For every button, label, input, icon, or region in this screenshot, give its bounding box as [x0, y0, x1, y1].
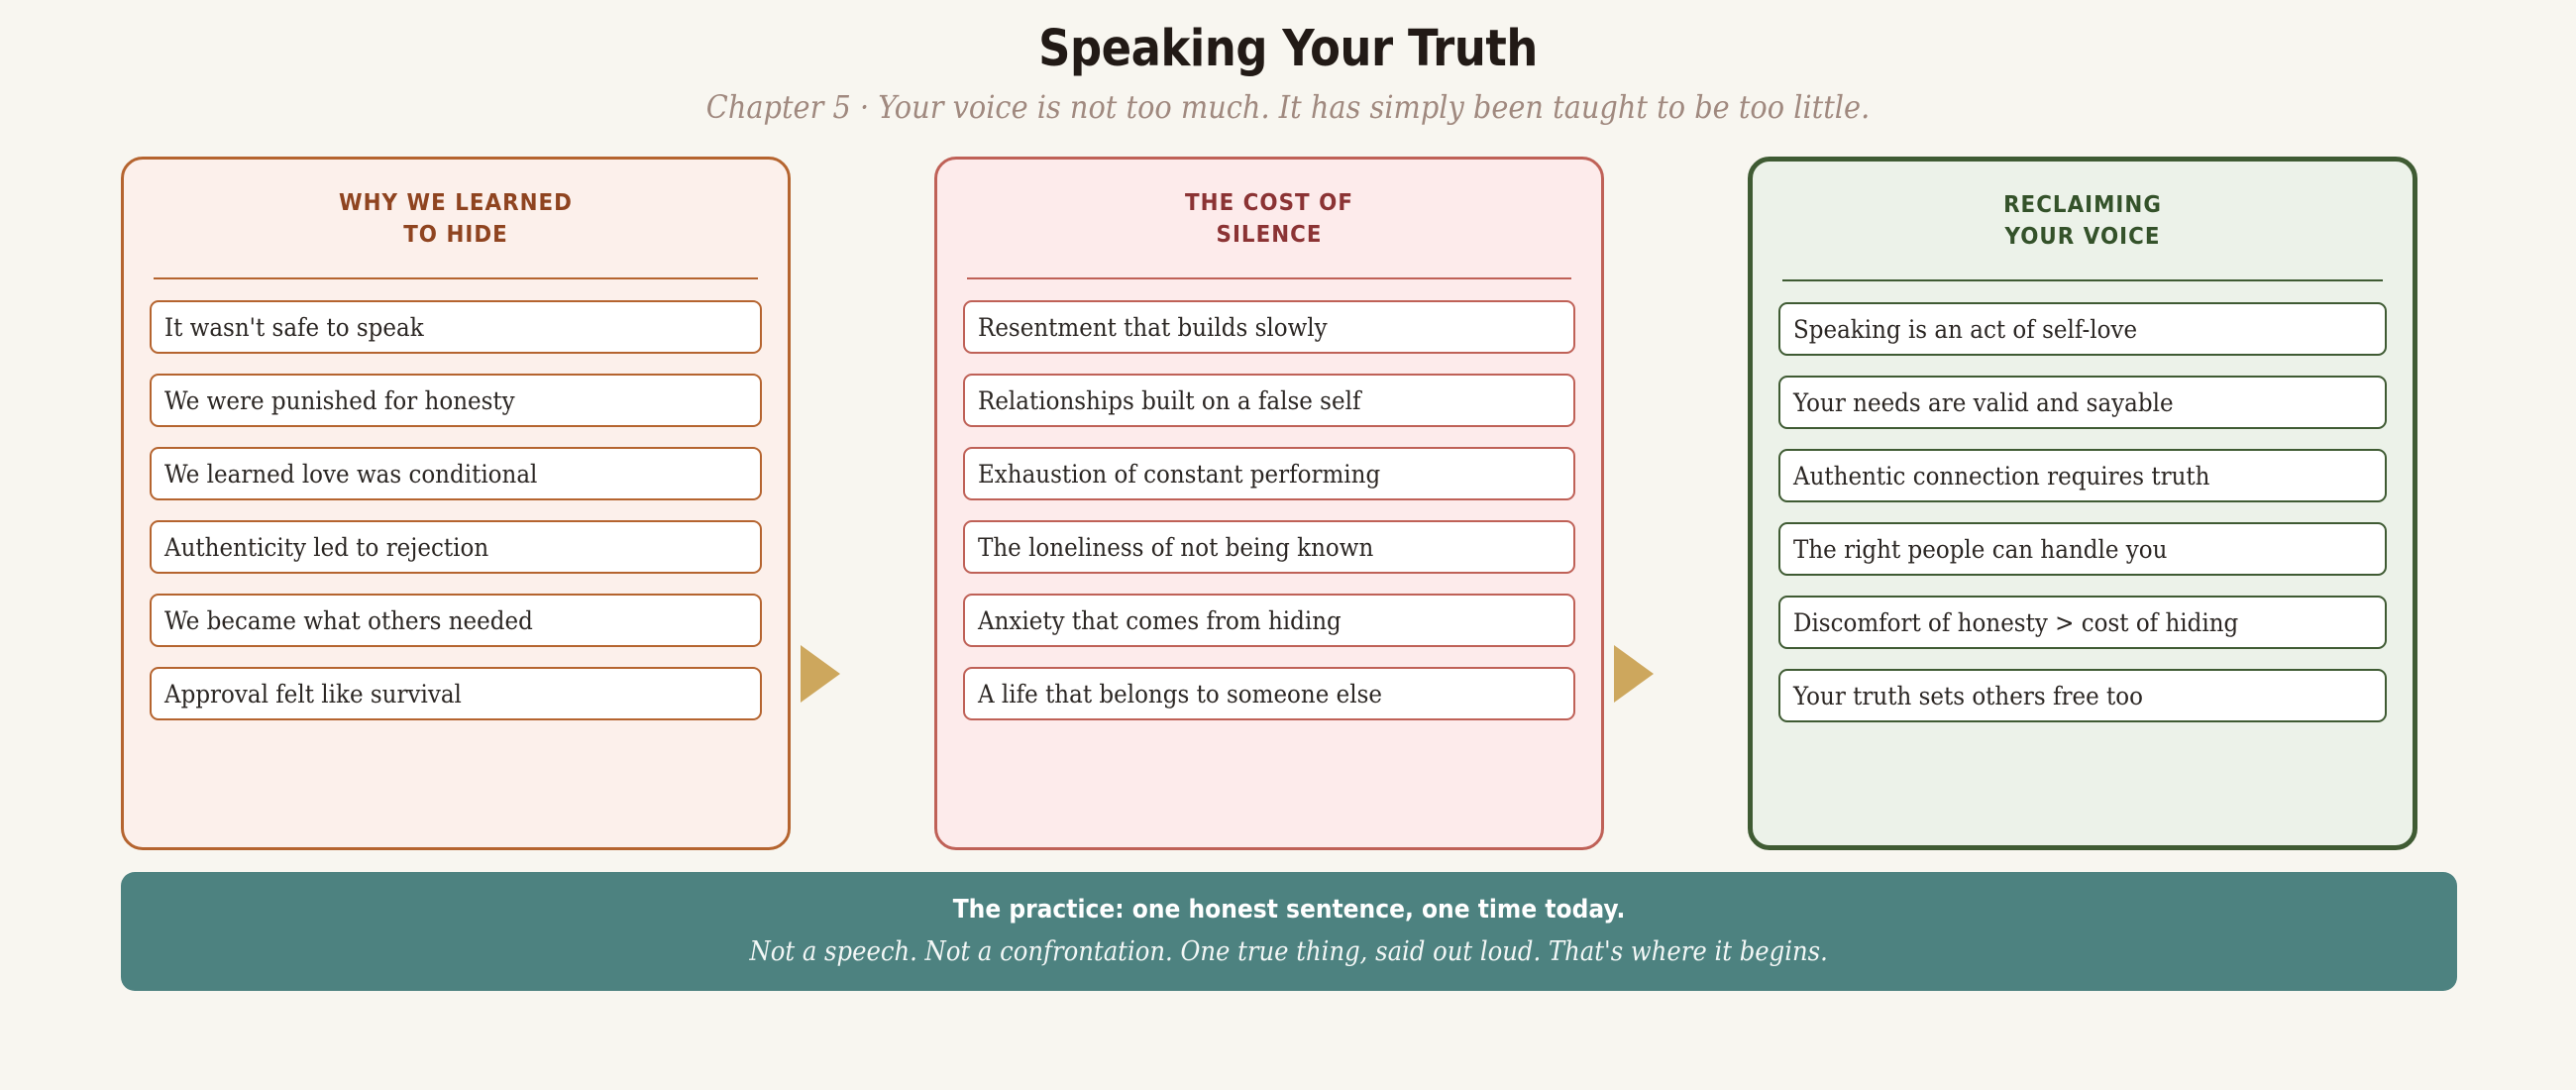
list-item-label: Your truth sets others free too — [1793, 681, 2143, 710]
list-item[interactable]: We learned love was conditional — [150, 447, 762, 501]
list-item[interactable]: Exhaustion of constant performing — [963, 447, 1575, 501]
list-item[interactable]: It wasn't safe to speak — [150, 300, 762, 355]
column-item-list: Speaking is an act of self-love Your nee… — [1778, 302, 2387, 723]
column-card-the-cost-of-silence[interactable]: THE COST OF SILENCE Resentment that buil… — [934, 157, 1604, 850]
list-item-label: Discomfort of honesty > cost of hiding — [1793, 607, 2239, 637]
list-item[interactable]: A life that belongs to someone else — [963, 667, 1575, 721]
list-item-label: Your needs are valid and sayable — [1793, 387, 2174, 417]
list-item-label: Exhaustion of constant performing — [978, 459, 1381, 489]
list-item-label: Authenticity led to rejection — [164, 532, 489, 562]
column-heading-line-1: WHY WE LEARNED — [339, 190, 573, 216]
column-card-reclaiming-your-voice[interactable]: RECLAIMING YOUR VOICE Speaking is an act… — [1748, 157, 2417, 850]
list-item-label: Anxiety that comes from hiding — [978, 605, 1342, 635]
page-title: Speaking Your Truth — [1038, 20, 1538, 78]
list-item[interactable]: Authenticity led to rejection — [150, 520, 762, 575]
columns-container: WHY WE LEARNED TO HIDE It wasn't safe to… — [0, 157, 2576, 854]
list-item-label: Relationships built on a false self — [978, 385, 1361, 415]
list-item[interactable]: Discomfort of honesty > cost of hiding — [1778, 596, 2387, 650]
list-item[interactable]: Your needs are valid and sayable — [1778, 376, 2387, 430]
arrow-right-icon — [801, 645, 840, 703]
list-item[interactable]: Relationships built on a false self — [963, 374, 1575, 428]
slide-header: Speaking Your Truth Chapter 5 · Your voi… — [0, 22, 2576, 125]
list-item[interactable]: We became what others needed — [150, 594, 762, 648]
list-item-label: Resentment that builds slowly — [978, 312, 1328, 342]
column-heading-line-2: YOUR VOICE — [2004, 223, 2161, 250]
column-item-list: It wasn't safe to speak We were punished… — [150, 300, 762, 721]
arrow-right-icon — [1614, 645, 1654, 703]
list-item-label: The loneliness of not being known — [978, 532, 1374, 562]
list-item[interactable]: The loneliness of not being known — [963, 520, 1575, 575]
column-item-list: Resentment that builds slowly Relationsh… — [963, 300, 1575, 721]
list-item[interactable]: Approval felt like survival — [150, 667, 762, 721]
practice-banner-subtext: Not a speech. Not a confrontation. One t… — [749, 935, 1829, 967]
page-subtitle: Chapter 5 · Your voice is not too much. … — [705, 88, 1871, 127]
heading-divider — [1782, 279, 2383, 282]
list-item[interactable]: The right people can handle you — [1778, 522, 2387, 577]
list-item-label: It wasn't safe to speak — [164, 312, 424, 342]
list-item-label: Speaking is an act of self-love — [1793, 314, 2138, 344]
column-heading-line-2: SILENCE — [1216, 221, 1323, 248]
column-heading-line-1: THE COST OF — [1185, 190, 1353, 216]
list-item-label: Authentic connection requires truth — [1793, 461, 2210, 490]
list-item-label: The right people can handle you — [1793, 534, 2168, 564]
column-heading: RECLAIMING YOUR VOICE — [1799, 183, 2365, 253]
list-item[interactable]: Speaking is an act of self-love — [1778, 302, 2387, 357]
list-item-label: We learned love was conditional — [164, 459, 538, 489]
heading-divider — [967, 277, 1571, 280]
list-item[interactable]: We were punished for honesty — [150, 374, 762, 428]
column-card-why-we-learned-to-hide[interactable]: WHY WE LEARNED TO HIDE It wasn't safe to… — [121, 157, 791, 850]
heading-divider — [154, 277, 758, 280]
list-item[interactable]: Anxiety that comes from hiding — [963, 594, 1575, 648]
column-heading: THE COST OF SILENCE — [985, 181, 1555, 251]
list-item[interactable]: Resentment that builds slowly — [963, 300, 1575, 355]
list-item-label: Approval felt like survival — [164, 679, 462, 708]
practice-banner-headline: The practice: one honest sentence, one t… — [952, 894, 1626, 925]
list-item-label: A life that belongs to someone else — [978, 679, 1383, 708]
column-heading: WHY WE LEARNED TO HIDE — [171, 181, 741, 251]
list-item[interactable]: Authentic connection requires truth — [1778, 449, 2387, 503]
column-heading-line-1: RECLAIMING — [2003, 192, 2162, 218]
list-item-label: We became what others needed — [164, 605, 533, 635]
list-item[interactable]: Your truth sets others free too — [1778, 669, 2387, 723]
practice-banner: The practice: one honest sentence, one t… — [121, 872, 2457, 991]
column-heading-line-2: TO HIDE — [403, 221, 508, 248]
list-item-label: We were punished for honesty — [164, 385, 515, 415]
